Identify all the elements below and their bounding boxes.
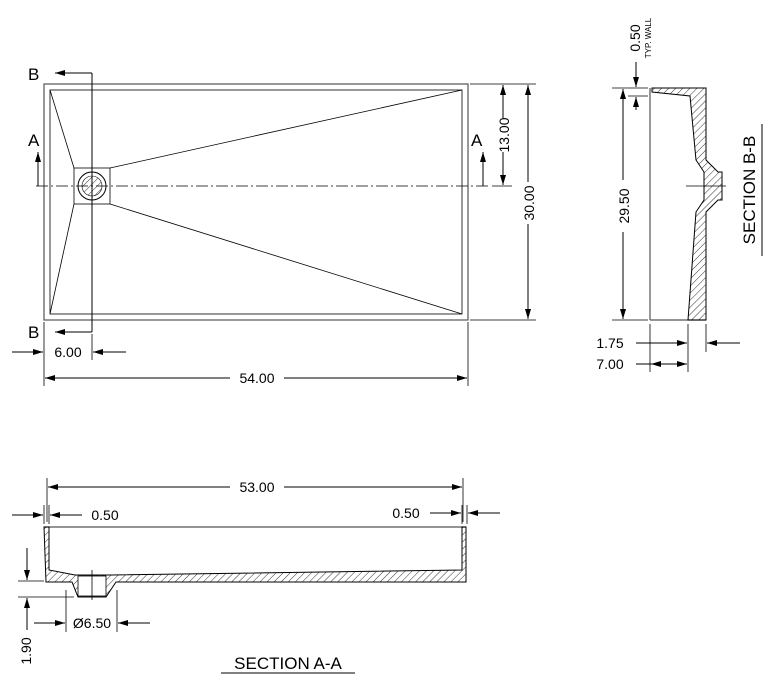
- dim-height: 7.00: [596, 356, 623, 372]
- extension-lines-bottom: [43, 322, 469, 386]
- base-outline: [43, 83, 469, 321]
- dim-inner-length: 53.00: [239, 479, 274, 495]
- dim-drain-diameter: Ø6.50: [73, 615, 111, 631]
- dim-length: 54.00: [239, 370, 274, 386]
- section-b-view: 0.50 TYP. WALL 29.50 1.75 7.00 SECTION B…: [596, 17, 763, 372]
- section-b-top-label: B: [28, 65, 39, 84]
- base-inner-outline: [49, 89, 463, 315]
- section-a-title: SECTION A-A: [234, 654, 342, 673]
- section-b-profile: [651, 87, 723, 321]
- section-a-right-label: A: [471, 131, 483, 150]
- plan-view: A A B B 13.00 30.00 6.00 54.00: [12, 65, 537, 386]
- extension-lines-a: [18, 478, 468, 632]
- section-a-profile: [43, 526, 467, 598]
- dim-wall-left: 0.50: [91, 507, 118, 523]
- extension-lines-right: [470, 83, 536, 321]
- section-b-title: SECTION B-B: [740, 136, 759, 245]
- section-b-bottom-label: B: [28, 323, 39, 342]
- dim-width: 30.00: [521, 185, 537, 220]
- dim-lip: 1.75: [596, 335, 623, 351]
- dim-inner-width: 29.50: [616, 188, 632, 223]
- dim-drain-offset: 6.00: [54, 344, 81, 360]
- section-a-view: 53.00 0.50 0.50 1.90 Ø6.50 SECTION A-A: [12, 478, 500, 674]
- dim-wall-right: 0.50: [392, 505, 419, 521]
- section-a-left-label: A: [28, 131, 40, 150]
- dim-drain-center: 13.00: [496, 117, 512, 152]
- dim-drain-depth: 1.90: [18, 637, 34, 664]
- dim-wall: 0.50: [627, 24, 643, 51]
- wall-note: TYP. WALL: [644, 17, 653, 58]
- extension-lines-b: [612, 87, 707, 372]
- slope-lines: [49, 89, 463, 315]
